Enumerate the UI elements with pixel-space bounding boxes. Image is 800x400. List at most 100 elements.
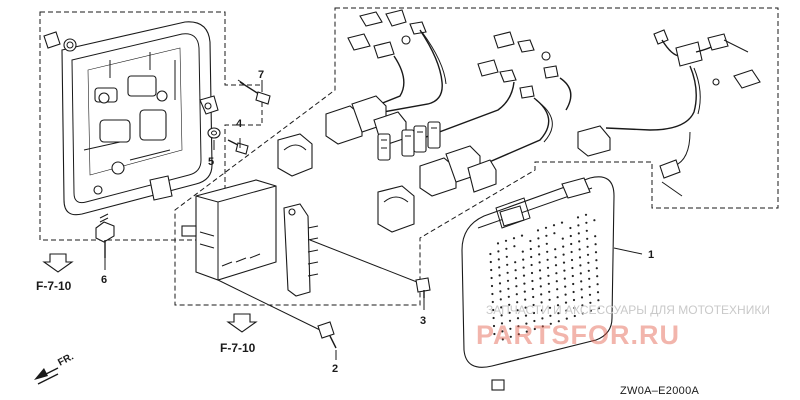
vent-hole: [514, 261, 517, 264]
vent-hole: [593, 219, 596, 222]
vent-hole: [532, 303, 535, 307]
vent-hole: [546, 250, 549, 253]
vent-hole: [536, 229, 540, 232]
clamp-6: [95, 213, 115, 258]
vent-hole: [562, 253, 565, 256]
bolt-3: [415, 277, 431, 298]
vent-hole: [578, 240, 581, 243]
vent-hole: [490, 276, 493, 280]
vent-hole: [492, 316, 495, 320]
vent-hole: [544, 226, 548, 229]
vent-hole: [596, 283, 599, 286]
vent-hole: [500, 322, 504, 325]
vent-hole: [578, 256, 582, 259]
vent-hole: [501, 338, 504, 341]
vent-hole: [499, 290, 502, 293]
ref-arrow-bottom: [226, 313, 258, 333]
callout-6: 6: [101, 274, 107, 286]
vent-hole: [569, 226, 572, 230]
vent-hole: [572, 290, 575, 294]
vent-hole: [525, 330, 528, 333]
vent-hole: [541, 317, 544, 320]
vent-hole: [540, 309, 544, 312]
leader-lines: [104, 80, 643, 360]
connector-block-lower: [377, 185, 415, 233]
vent-hole: [490, 268, 493, 272]
vent-hole: [509, 335, 512, 338]
vent-hole: [497, 250, 500, 253]
plug-grommet-parts: [43, 31, 77, 52]
vent-hole: [505, 255, 508, 258]
vent-hole: [548, 290, 551, 293]
vent-hole: [548, 298, 551, 301]
vent-hole: [555, 280, 558, 283]
vent-hole: [522, 266, 525, 269]
vent-hole: [539, 285, 542, 288]
vent-hole: [554, 248, 557, 251]
vent-hole: [585, 229, 588, 232]
vent-hole: [492, 308, 495, 312]
vent-hole: [524, 314, 528, 317]
vent-hole: [515, 293, 518, 296]
vent-hole: [588, 277, 591, 280]
vent-hole: [513, 245, 516, 248]
vent-hole: [570, 250, 573, 254]
vent-hole: [489, 252, 492, 256]
vent-hole: [552, 224, 556, 227]
vent-hole: [577, 232, 580, 235]
vent-hole: [581, 312, 584, 315]
vent-hole: [596, 291, 600, 294]
vent-hole: [540, 301, 543, 304]
vent-hole: [517, 325, 520, 328]
vent-hole: [532, 295, 535, 299]
ref-arrow-left: [42, 253, 74, 273]
vent-hole: [508, 311, 511, 314]
vent-hole: [557, 320, 560, 323]
watermark-brand: PARTSFOR.RU: [476, 320, 680, 350]
vent-hole: [538, 253, 541, 256]
vent-hole: [555, 272, 558, 275]
vent-hole: [531, 287, 534, 291]
front-direction-arrow: [34, 367, 59, 385]
vent-hole: [553, 232, 556, 235]
vent-hole: [560, 221, 564, 224]
vent-hole: [500, 306, 503, 309]
vent-hole: [563, 277, 566, 280]
vent-hole: [596, 275, 599, 278]
vent-hole: [515, 285, 518, 288]
vent-hole: [545, 234, 548, 237]
vent-hole: [572, 282, 575, 286]
vent-hole: [556, 296, 559, 299]
vent-hole: [586, 253, 590, 256]
vent-hole: [508, 319, 512, 322]
vent-hole: [505, 247, 508, 250]
vent-hole: [561, 237, 564, 240]
vent-hole: [504, 239, 508, 242]
vent-hole: [525, 322, 528, 325]
vent-hole: [546, 258, 549, 261]
vent-dots: [489, 213, 600, 341]
vent-hole: [573, 306, 576, 310]
vent-hole: [546, 266, 550, 269]
vent-hole: [563, 269, 566, 272]
vent-hole: [588, 293, 592, 296]
vent-hole: [506, 263, 509, 266]
vent-hole: [594, 251, 598, 254]
spark-plug-caps: [347, 9, 559, 99]
vent-hole: [523, 290, 526, 293]
vent-hole: [538, 261, 541, 264]
vent-hole: [500, 314, 503, 317]
vent-hole: [514, 269, 517, 272]
vent-hole: [565, 317, 568, 320]
vent-hole: [586, 245, 589, 248]
inverter-module: [181, 179, 277, 281]
connector-block-upper: [277, 133, 313, 177]
vent-hole: [531, 279, 534, 283]
bolt-4: [227, 139, 249, 155]
vent-hole: [584, 213, 588, 216]
vent-hole: [554, 256, 557, 259]
vent-hole: [576, 216, 580, 219]
vent-hole: [530, 255, 533, 259]
vent-hole: [506, 279, 510, 282]
vent-hole: [554, 264, 558, 267]
